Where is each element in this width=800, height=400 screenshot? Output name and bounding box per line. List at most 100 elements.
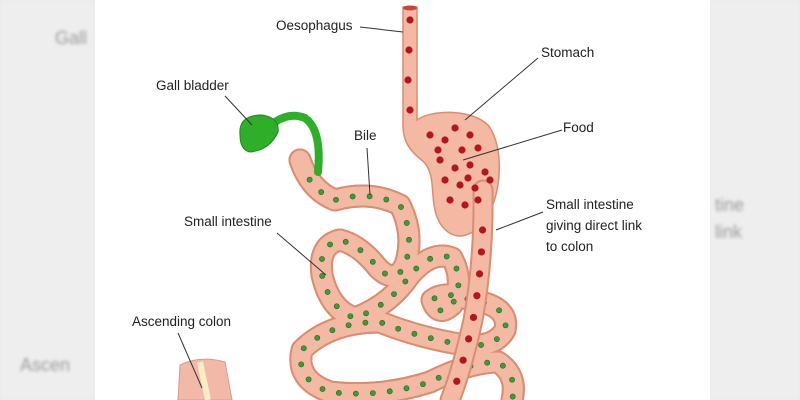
blurred-left-backdrop — [0, 0, 95, 400]
bile-dot — [443, 253, 450, 260]
bile-dot — [509, 393, 516, 400]
bile-dot — [329, 327, 336, 334]
food-dot — [453, 377, 461, 385]
bile-dot — [420, 381, 426, 388]
label-ascending-colon: Ascending colon — [132, 314, 231, 329]
bile-dot — [369, 390, 376, 397]
bile-dot — [379, 319, 386, 326]
food-dot — [406, 106, 414, 114]
bile-dot — [484, 359, 491, 366]
bile-dot — [306, 176, 313, 183]
bile-dot — [318, 189, 325, 195]
label-stomach: Stomach — [541, 45, 594, 60]
food-dot — [426, 131, 434, 139]
bile-dot — [444, 338, 451, 345]
bile-dot — [397, 268, 404, 275]
bile-dot — [362, 319, 369, 326]
bile-dot — [324, 289, 331, 295]
label-direct-link-2: giving direct link — [546, 218, 642, 233]
bile-dot — [450, 298, 457, 305]
food-dot — [441, 176, 449, 184]
bile-dot — [398, 204, 404, 210]
bile-dot — [305, 376, 312, 383]
bile-dot — [427, 335, 434, 342]
food-dot — [474, 144, 482, 152]
food-dot — [466, 131, 474, 139]
bile-dot — [403, 220, 410, 226]
bile-dot — [453, 265, 460, 272]
label-food: Food — [563, 120, 594, 135]
bile-dot — [357, 247, 364, 254]
bile-dot — [395, 325, 402, 332]
ascending-colon — [177, 358, 233, 400]
bile-dot — [402, 278, 409, 285]
bile-dot — [352, 390, 359, 397]
food-dot — [404, 76, 412, 84]
food-dot — [478, 226, 487, 234]
bile-dot — [333, 196, 339, 203]
bile-dot — [298, 361, 305, 368]
bile-dot — [347, 313, 354, 320]
bile-dot — [404, 253, 411, 260]
bile-dot — [435, 374, 442, 381]
bile-dot — [502, 322, 509, 329]
bile-dot — [342, 238, 349, 245]
food-dot — [406, 16, 414, 24]
food-dot — [451, 124, 459, 132]
label-gall-bladder: Gall bladder — [156, 78, 229, 93]
label-bile: Bile — [354, 128, 377, 143]
bile-dot — [345, 322, 352, 329]
food-dot — [405, 46, 413, 54]
food-dot — [477, 248, 486, 256]
food-dot — [459, 356, 467, 364]
bile-dot — [427, 255, 434, 262]
bile-dot — [363, 310, 369, 317]
food-dot — [464, 174, 472, 182]
food-dot — [469, 313, 478, 322]
bile-dot — [300, 345, 307, 352]
label-small-intestine: Small intestine — [184, 214, 272, 229]
gall-bladder — [239, 111, 323, 176]
label-direct-link-3: to colon — [546, 239, 593, 254]
food-dot — [461, 201, 469, 209]
bile-dot — [391, 291, 397, 297]
label-oesophagus: Oesophagus — [276, 18, 353, 33]
food-dot — [486, 176, 494, 184]
leader-lines — [177, 26, 563, 389]
food-dot — [434, 146, 442, 154]
bile-dot — [314, 334, 321, 341]
blurred-right-backdrop — [710, 0, 800, 400]
bile-dot — [500, 362, 506, 369]
food-dot — [458, 146, 466, 154]
food-dot — [466, 161, 474, 169]
food-dot — [473, 292, 481, 300]
food-dot — [465, 335, 473, 343]
label-direct-link-1: Small intestine — [546, 197, 634, 212]
bile-dot — [327, 241, 333, 248]
food-dot — [441, 136, 449, 144]
food-dot — [456, 181, 464, 189]
blurred-text: link — [715, 222, 743, 242]
bile-dot — [386, 388, 393, 395]
food-dot — [436, 156, 444, 164]
food-dot — [474, 196, 482, 204]
bile-dot — [413, 265, 420, 272]
bile-dot — [437, 307, 444, 314]
food-dot — [471, 184, 479, 192]
food-dot — [446, 196, 454, 204]
bile-dot — [431, 295, 438, 302]
food-dot — [451, 164, 459, 172]
bile-dot — [411, 330, 418, 337]
bile-dot — [493, 336, 500, 343]
bile-dot — [319, 273, 326, 279]
bile-dot — [448, 292, 454, 299]
food-dot — [481, 168, 489, 176]
bile-dot — [349, 193, 356, 200]
bile-dot — [455, 282, 462, 289]
bile-dot — [319, 386, 326, 392]
blurred-text: Ascen — [20, 355, 71, 375]
bile-dot — [403, 385, 410, 392]
bile-dot — [335, 389, 342, 396]
food-dot — [475, 270, 484, 278]
